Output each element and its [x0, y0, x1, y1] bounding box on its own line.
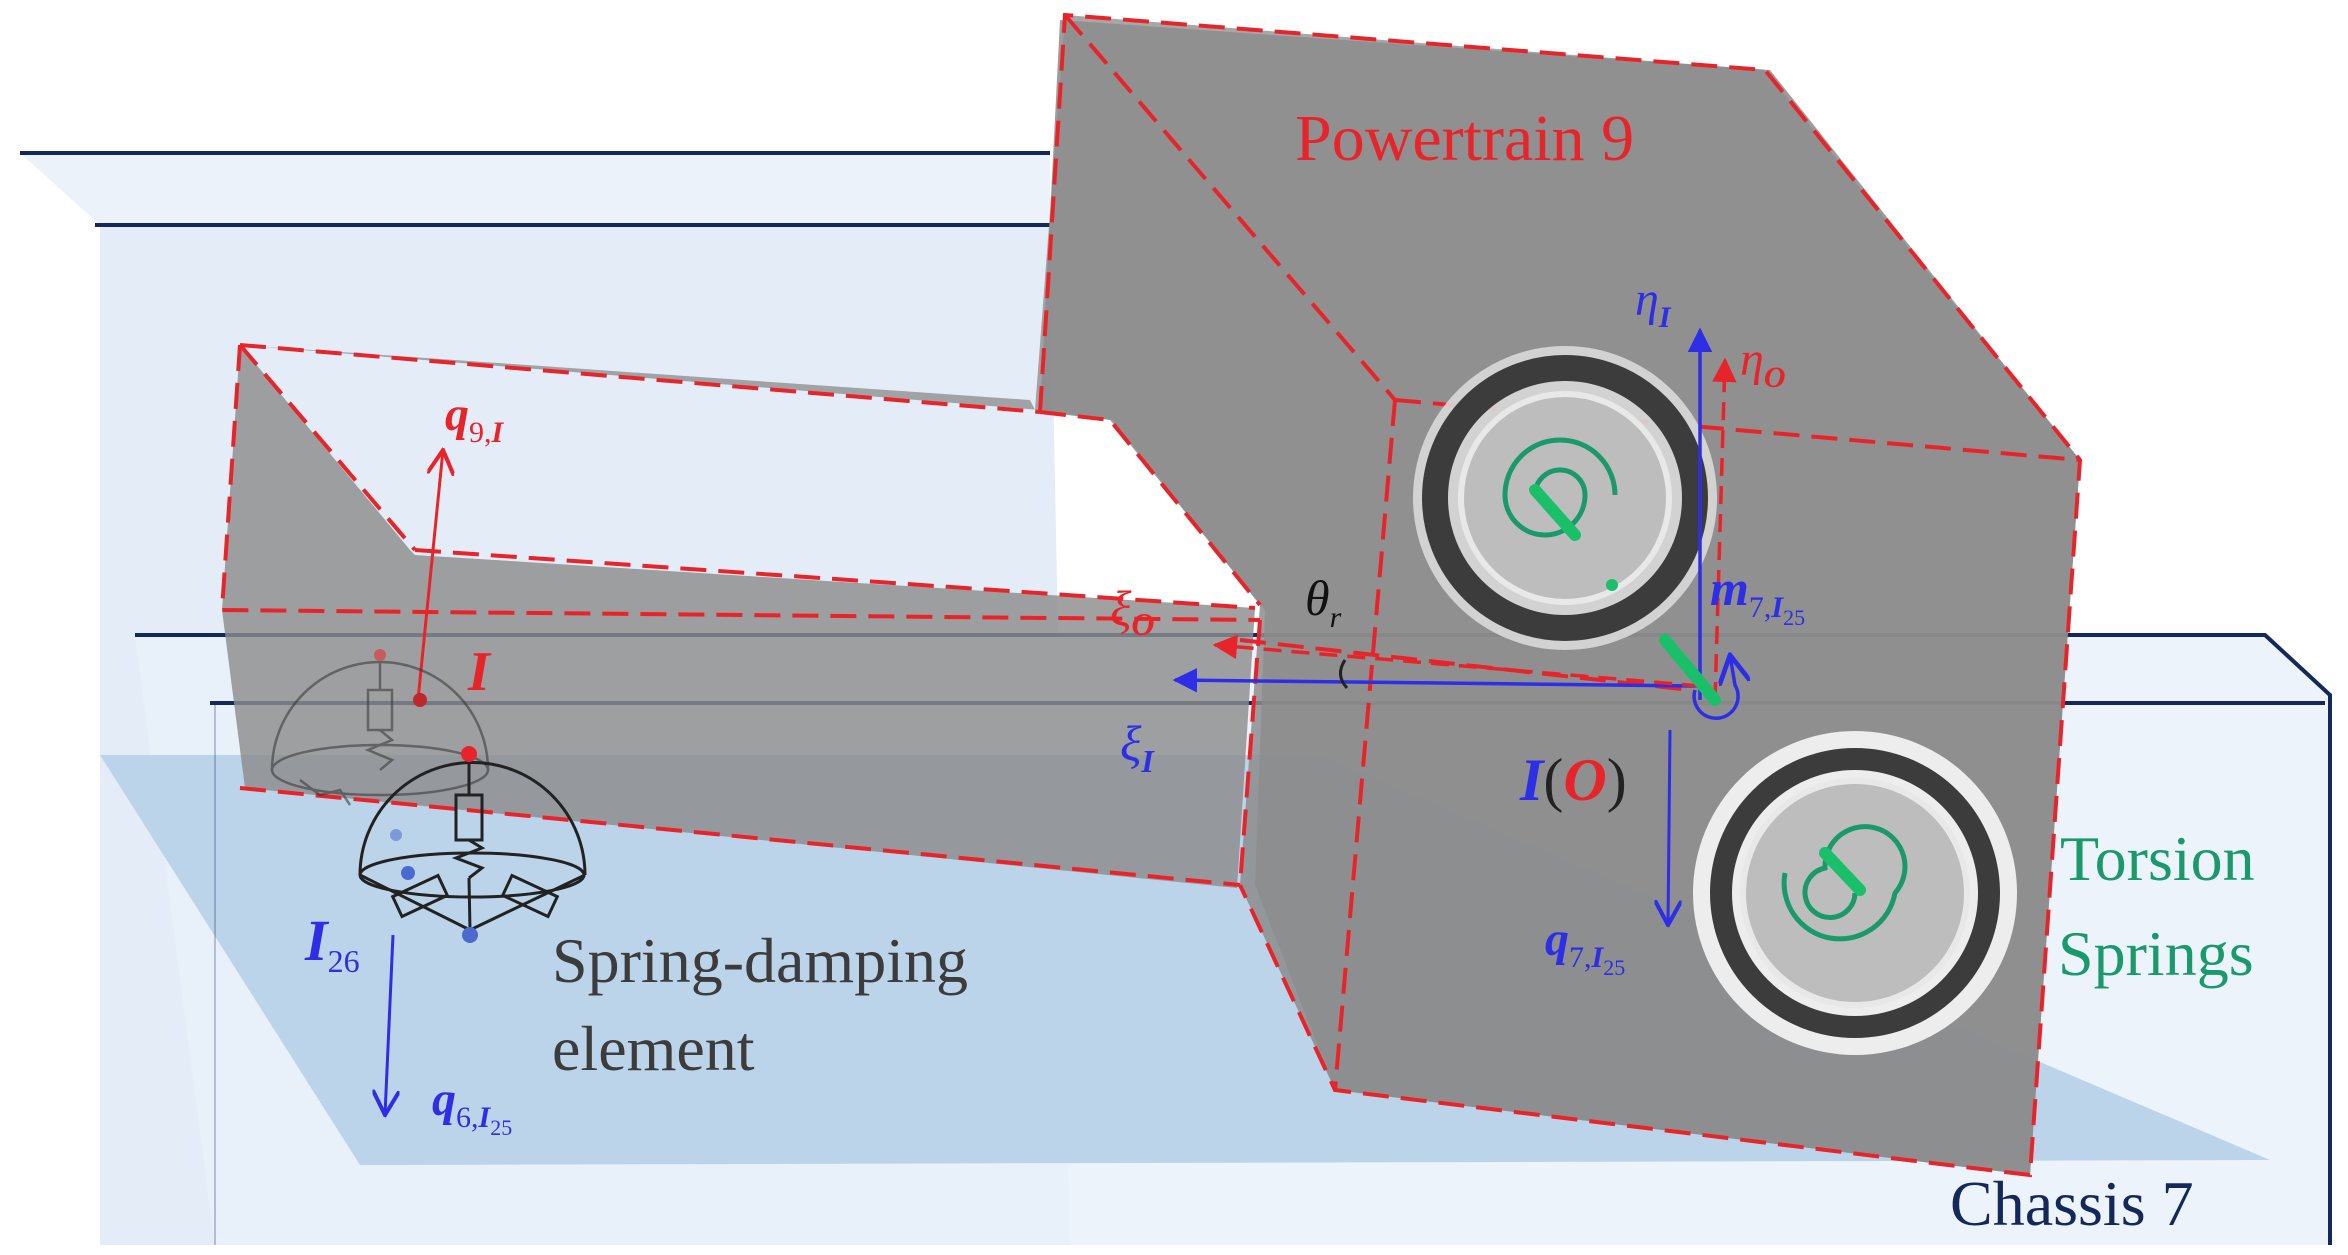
I26-label: I26	[304, 908, 360, 979]
q9I-label: q9,I	[445, 388, 505, 449]
xi-O-label: ξO	[1110, 580, 1155, 642]
eta-O-label: ηO	[1740, 333, 1785, 394]
q6-label: q6,I25	[432, 1073, 512, 1140]
spring-damping-label-line1: Spring-damping	[552, 925, 968, 996]
q7-label: q7,I25	[1545, 913, 1625, 980]
m7-label: m7,I25	[1710, 560, 1805, 630]
torsion-spring-upper	[1413, 346, 1717, 650]
spring-damping-element-front	[358, 693, 587, 943]
torsion-spring-lower	[1693, 731, 2017, 1055]
powertrain-label: Powertrain 9	[1295, 102, 1634, 175]
coordinate-arrows	[385, 327, 1738, 1115]
chassis-label: Chassis 7	[1950, 1168, 2194, 1239]
torsion-springs-label-line2: Springs	[2058, 918, 2254, 989]
point-I-red-label: I	[467, 641, 492, 703]
theta-r-label: θr	[1305, 570, 1342, 634]
eta-I-label: ηI	[1635, 273, 1672, 334]
xi-I-label: ξI	[1120, 715, 1155, 779]
I-O-label: I(O)	[1519, 747, 1627, 813]
spring-damping-element-back	[270, 649, 490, 841]
torsion-springs-label-line1: Torsion	[2060, 823, 2255, 894]
spring-damping-label-line2: element	[552, 1013, 755, 1084]
